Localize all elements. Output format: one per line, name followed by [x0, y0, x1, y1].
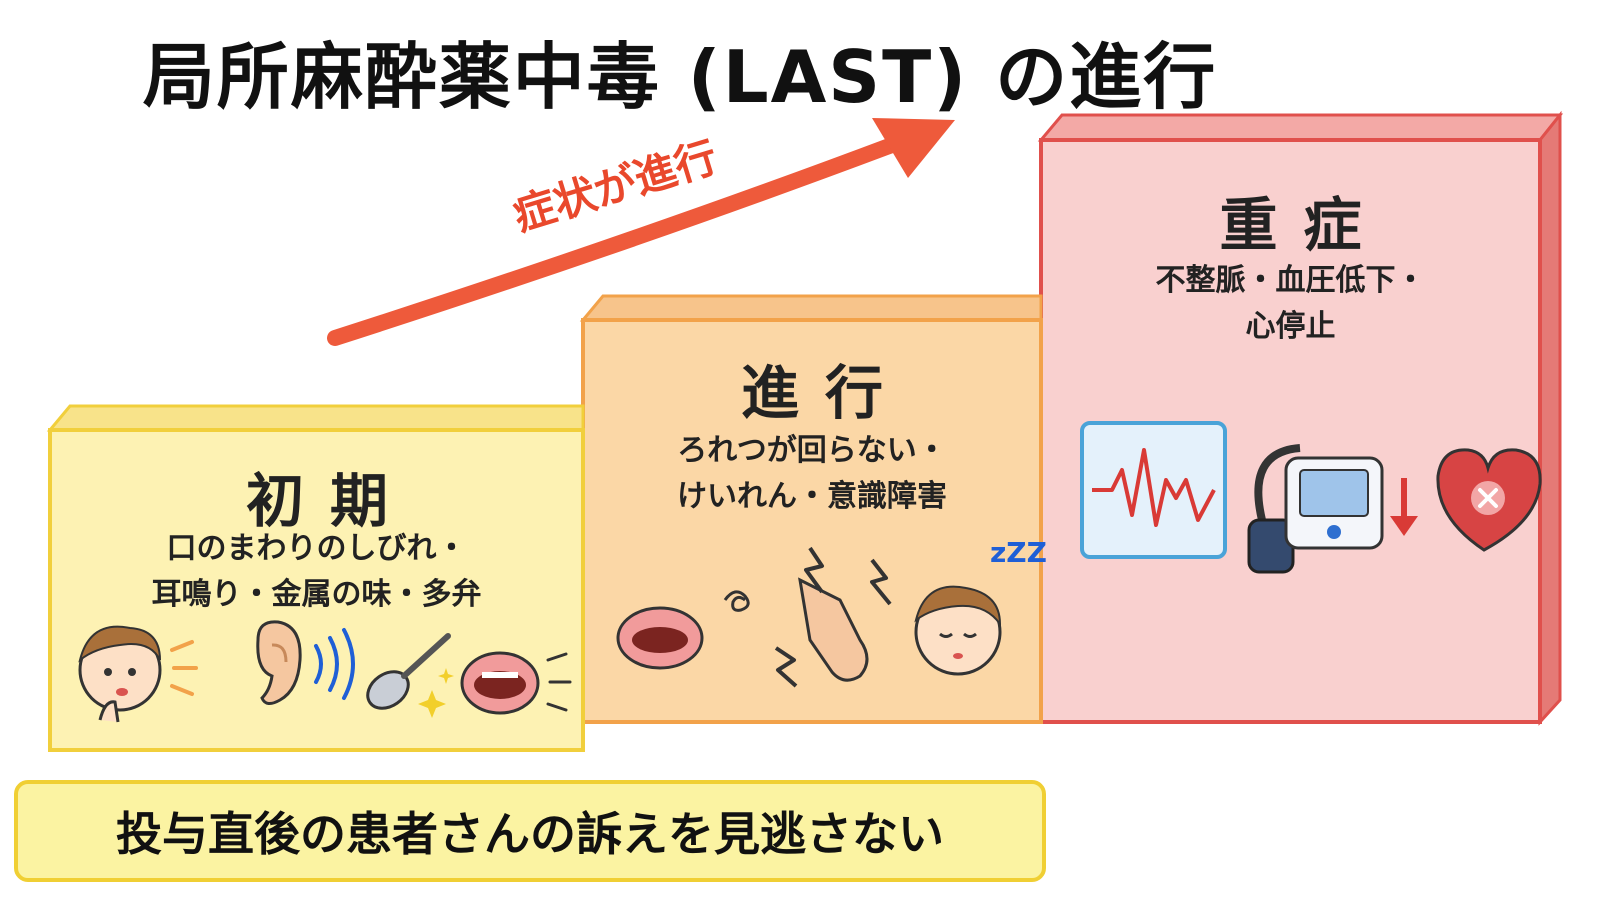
stage-desc-early-line1: 口のまわりのしびれ・: [166, 531, 467, 566]
stage-desc-progress-line1: ろれつが回らない・: [677, 433, 947, 468]
ear-tinnitus-icon: [256, 620, 355, 705]
stage-desc-severe-line2: 心停止: [1245, 309, 1336, 344]
stage-desc-early: 口のまわりのしびれ・ 耳鳴り・金属の味・多弁: [50, 526, 583, 618]
stage-title-progress: 進行: [740, 359, 909, 427]
stage-desc-severe: 不整脈・血圧低下・ 心停止: [1041, 258, 1540, 350]
page-title: 局所麻酔薬中毒 (LAST) の進行: [142, 35, 1218, 119]
ecg-monitor-icon: [1080, 421, 1227, 559]
stage-desc-progress-line2: けいれん・意識障害: [677, 479, 947, 514]
key-message-banner: 投与直後の患者さんの訴えを見逃さない: [14, 780, 1046, 882]
convulsion-arm-icon: [774, 546, 892, 688]
stage-desc-progress: ろれつが回らない・ けいれん・意識障害: [583, 428, 1041, 520]
talking-mouth-icon: [460, 651, 572, 715]
heart-stop-icon: [1436, 448, 1542, 552]
spoon-metal-taste-icon: [366, 633, 454, 718]
sleepy-child-icon: zZZ: [914, 536, 1047, 676]
zzz-text: zZZ: [990, 536, 1047, 569]
stage-title-severe: 重症: [1219, 191, 1388, 259]
down-arrow-icon: [1390, 478, 1418, 536]
stage-desc-early-line2: 耳鳴り・金属の味・多弁: [151, 577, 482, 612]
confused-child-icon: [78, 625, 198, 723]
stage-desc-severe-line1: 不整脈・血圧低下・: [1155, 263, 1426, 298]
stage-title-early: 初期: [245, 467, 414, 535]
key-message-text: 投与直後の患者さんの訴えを見逃さない: [116, 807, 944, 861]
progression-arrowhead: [872, 118, 955, 178]
progression-arrow: [327, 134, 908, 346]
blood-pressure-monitor-icon: [1247, 444, 1384, 574]
slurred-mouth-icon: [616, 590, 750, 670]
stage-block-severe: [1037, 110, 1564, 726]
